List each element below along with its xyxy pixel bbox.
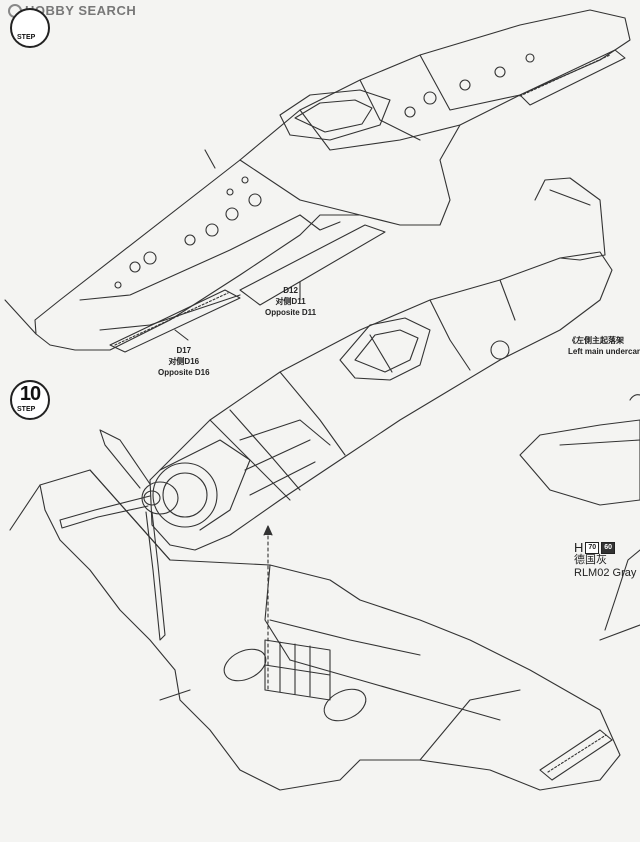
paint-chip: 60 (601, 541, 615, 554)
step-label: STEP (16, 406, 37, 413)
watermark-text: HOBBY SEARCH (25, 3, 137, 18)
part-note-en: Opposite D11 (265, 308, 317, 317)
fuselage-drawing (149, 177, 613, 551)
d17-leader-line (174, 329, 189, 341)
upper-wing-drawing (4, 9, 631, 353)
upper-wing-outline (34, 9, 631, 351)
part-number: D17 (176, 346, 192, 355)
step-9-badge: STEP (10, 8, 50, 48)
paint-code-letter: H (574, 540, 584, 555)
landing-gear-callout: 《左側主起落架 Left main undercarri (568, 335, 640, 357)
step-number: 10 (19, 383, 41, 405)
step-label: STEP (16, 34, 37, 41)
color-reference: H 70 60 德国灰 RLM02 Gray (574, 541, 636, 580)
part-number: D12 (283, 286, 298, 295)
propeller-drawing (59, 429, 179, 641)
d12-callout: D12 对侧D11 Opposite D11 (265, 285, 316, 318)
part-note-cn: 对侧D11 (275, 297, 306, 306)
right-edge-parts (519, 394, 640, 641)
paint-name-cn: 德国灰 (574, 554, 607, 566)
d17-callout: D17 对侧D16 Opposite D16 (158, 345, 210, 378)
part-note-cn: 对侧D16 (168, 357, 200, 366)
paint-name-en: RLM02 Gray (574, 567, 637, 579)
step-10-badge: 10 STEP (10, 380, 50, 420)
callout-cn: 《左側主起落架 (568, 336, 624, 345)
fuselage-outline (149, 251, 613, 551)
part-note-en: Opposite D16 (158, 368, 210, 377)
callout-en: Left main undercarri (568, 347, 640, 356)
paint-chip: 70 (585, 541, 600, 554)
lower-wing-drawing (9, 469, 621, 791)
lower-wing-outline (39, 469, 621, 791)
